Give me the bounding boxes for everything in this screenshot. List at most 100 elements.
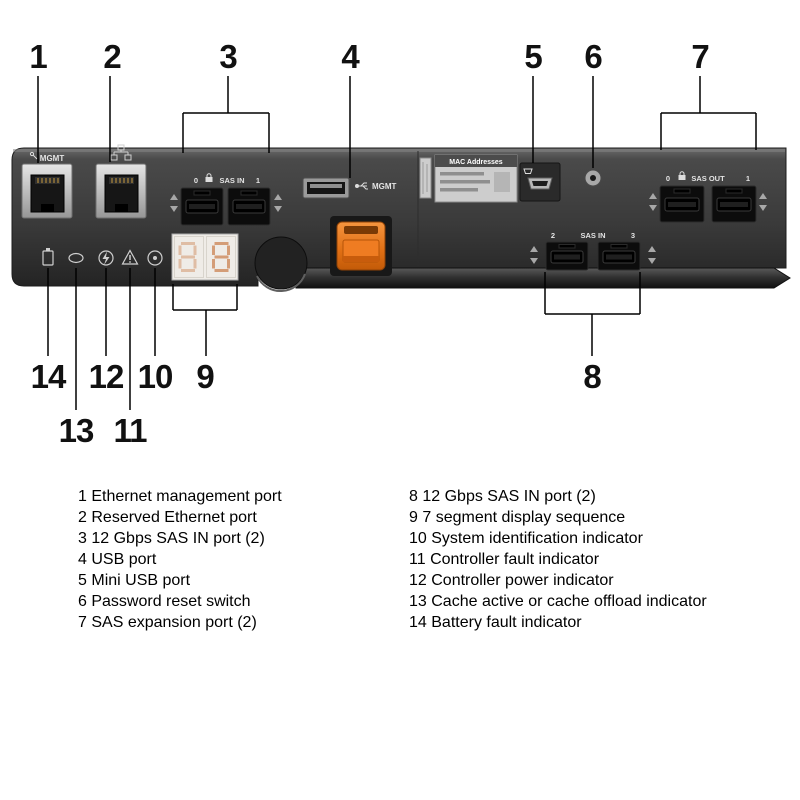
- callout-number-2: 2: [103, 38, 121, 75]
- mini-usb-port: [519, 162, 561, 202]
- sas-out-ports: 0 SAS OUT 1: [649, 171, 767, 223]
- legend-item: 1 Ethernet management port: [78, 486, 282, 507]
- legend-item-number: 4: [78, 551, 87, 568]
- callout-number-4: 4: [341, 38, 359, 75]
- sas-activity-led-icons: [170, 194, 282, 212]
- latch-hinge-highlight: [256, 273, 306, 293]
- legend-item-text: Cache active or cache offload indicator: [431, 593, 707, 610]
- callout-line-7: [660, 76, 757, 150]
- sas-in-lower-port2-number: 2: [551, 231, 555, 240]
- password-reset-switch: [584, 169, 602, 187]
- legend-item-number: 3: [78, 530, 87, 547]
- legend-item: 10 System identification indicator: [409, 528, 707, 549]
- battery-fault-icon: [42, 248, 54, 266]
- callout-number-11: 11: [113, 412, 148, 449]
- legend-item-number: 14: [409, 614, 427, 631]
- legend-item-text: 7 segment display sequence: [422, 509, 626, 526]
- seven-segment-display: [171, 233, 239, 281]
- callout-number-1: 1: [29, 38, 47, 75]
- usb-mgmt-label: MGMT: [355, 182, 397, 191]
- legend-item-text: USB port: [91, 551, 157, 568]
- controller-rear-panel-diagram: MGMT 0: [11, 76, 791, 410]
- callout-number-8: 8: [583, 358, 601, 395]
- sas-in-lower-port3-number: 3: [631, 231, 635, 240]
- legend-item-number: 5: [78, 572, 87, 589]
- system-id-icon: [147, 250, 163, 266]
- callout-number-9: 9: [196, 358, 214, 395]
- legend-item-text: 12 Gbps SAS IN port (2): [422, 488, 596, 505]
- legend-item-text: System identification indicator: [431, 530, 643, 547]
- cache-active-icon: [68, 252, 84, 264]
- sas-in-lower-ports: 2 SAS IN 3: [530, 231, 656, 271]
- callout-number-14: 14: [30, 358, 67, 395]
- legend-item-number: 8: [409, 488, 418, 505]
- legend-item: 13 Cache active or cache offload indicat…: [409, 591, 707, 612]
- legend-item-text: Mini USB port: [91, 572, 191, 589]
- callout-number-6: 6: [584, 38, 602, 75]
- ethernet-mgmt-port: MGMT: [21, 151, 73, 219]
- sas-connector-0: [180, 187, 224, 226]
- callout-number-10: 10: [137, 358, 174, 395]
- mini-usb-icon: [523, 168, 533, 174]
- sas-out-port0-number: 0: [666, 174, 670, 183]
- controller-fault-icon: [121, 249, 139, 265]
- legend-item-number: 10: [409, 530, 427, 547]
- legend-item-number: 2: [78, 509, 87, 526]
- legend-item-number: 1: [78, 488, 87, 505]
- sas-in-top-port1-number: 1: [256, 176, 260, 185]
- legend-item-text: SAS expansion port (2): [91, 614, 257, 631]
- display-digit-right: [212, 242, 230, 272]
- sas-in-top-port0-number: 0: [194, 176, 198, 185]
- controller-power-icon: [98, 250, 114, 266]
- legend-item: 14 Battery fault indicator: [409, 612, 707, 633]
- legend-item-text: Controller fault indicator: [430, 551, 600, 568]
- legend-item: 8 12 Gbps SAS IN port (2): [409, 486, 707, 507]
- latch-hinge: [254, 236, 308, 290]
- mac-label-text-lines: [440, 172, 510, 192]
- chassis-top-highlight: [13, 149, 785, 152]
- wrench-icon: [29, 151, 38, 160]
- legend-item: 7 SAS expansion port (2): [78, 612, 282, 633]
- legend-item-number: 9: [409, 509, 418, 526]
- usb-port: [302, 177, 350, 199]
- callout-line-9: [172, 284, 238, 356]
- legend-item-text: Reserved Ethernet port: [91, 509, 257, 526]
- sas-in-top-label: SAS IN: [219, 176, 244, 185]
- legend-item: 5 Mini USB port: [78, 570, 282, 591]
- status-led-icons: [42, 248, 163, 266]
- legend-item-text: Password reset switch: [91, 593, 251, 610]
- callout-number-12: 12: [88, 358, 125, 395]
- legend-item: 12 Controller power indicator: [409, 570, 707, 591]
- legend-item: 6 Password reset switch: [78, 591, 282, 612]
- legend-item-text: Ethernet management port: [91, 488, 282, 505]
- release-latch: [330, 216, 392, 276]
- legend-item: 3 12 Gbps SAS IN port (2): [78, 528, 282, 549]
- mac-address-label: MAC Addresses: [419, 154, 518, 203]
- sas-activity-led-icons: [530, 246, 656, 264]
- legend-item-number: 6: [78, 593, 87, 610]
- callout-number-5: 5: [524, 38, 542, 75]
- legend-item: 4 USB port: [78, 549, 282, 570]
- callout-lines: [37, 76, 757, 410]
- sas-connector-out-1: [711, 185, 757, 223]
- legend-item-number: 7: [78, 614, 87, 631]
- network-icon: [110, 144, 132, 161]
- sas-in-lower-label: SAS IN: [580, 231, 605, 240]
- usb-mgmt-text: MGMT: [372, 182, 397, 191]
- legend-item: 11 Controller fault indicator: [409, 549, 707, 570]
- legend-item-text: 12 Gbps SAS IN port (2): [91, 530, 265, 547]
- reserved-ethernet-port: [95, 144, 147, 219]
- mac-label-title: MAC Addresses: [449, 159, 503, 166]
- legend-item-text: Battery fault indicator: [431, 614, 582, 631]
- legend-item-number: 12: [409, 572, 427, 589]
- usb-icon: [355, 182, 368, 190]
- legend-item-text: Controller power indicator: [431, 572, 614, 589]
- callout-number-3: 3: [219, 38, 237, 75]
- lock-icon: [205, 173, 213, 182]
- display-digit-left: [178, 242, 197, 272]
- sas-out-port1-number: 1: [746, 174, 750, 183]
- legend-right-column: 8 12 Gbps SAS IN port (2) 9 7 segment di…: [409, 486, 707, 633]
- sas-connector-2: [545, 241, 589, 271]
- callout-line-3: [182, 76, 270, 153]
